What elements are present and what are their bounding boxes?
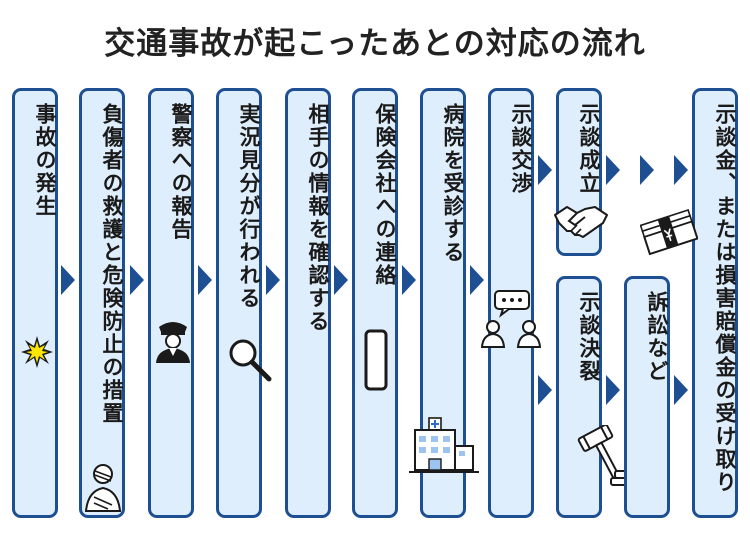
flow-arrow — [538, 375, 552, 405]
money-icon — [640, 209, 698, 255]
step-label: 示談決裂 — [577, 291, 601, 383]
flow-arrow — [266, 265, 280, 295]
step-label: 訴訟など — [645, 291, 669, 383]
step-settlement-negotiation: 示談交渉 — [481, 88, 542, 518]
flow-arrow — [334, 265, 348, 295]
step-confirm-other-party-info: 相手の情報を確認する — [285, 88, 331, 518]
handshake-icon — [554, 206, 608, 238]
flow-arrow — [640, 155, 654, 185]
injured-person-icon — [84, 464, 122, 512]
step-label: 病院を受診する — [441, 103, 465, 264]
step-contact-insurer: 保険会社への連絡 — [352, 88, 398, 518]
step-receive-compensation: 示談金、または損害賠償金の受け取り — [640, 88, 738, 518]
flow-arrow — [674, 375, 688, 405]
collision-icon — [21, 336, 53, 368]
page-title: 交通事故が起こったあとの対応の流れ — [104, 26, 646, 62]
negotiation-icon — [481, 290, 542, 348]
step-label: 相手の情報を確認する — [306, 103, 330, 333]
step-field-inspection: 実況見分が行われる — [216, 88, 272, 518]
flow-arrow — [402, 265, 416, 295]
flow-arrow — [538, 155, 552, 185]
step-label: 保険会社への連絡 — [373, 103, 397, 287]
step-rescue-and-prevention: 負傷者の救護と危険防止の措置 — [79, 88, 125, 518]
step-settlement-failed: 示談決裂 — [556, 276, 653, 518]
step-label: 示談金、または損害賠償金の受け取り — [713, 103, 737, 494]
step-visit-hospital: 病院を受診する — [409, 88, 479, 518]
step-label: 負傷者の救護と危険防止の措置 — [100, 103, 124, 425]
flow-arrow — [606, 375, 620, 405]
step-label: 実況見分が行われる — [237, 103, 261, 310]
police-officer-icon — [156, 322, 190, 363]
flow-arrow — [130, 265, 144, 295]
step-label: 事故の発生 — [33, 103, 57, 218]
smartphone-icon — [364, 329, 388, 391]
flow-arrow — [470, 265, 484, 295]
step-report-to-police: 警察への報告 — [148, 88, 194, 518]
step-lawsuit: 訴訟など — [624, 276, 670, 518]
magnifier-icon — [229, 339, 272, 382]
step-label: 警察への報告 — [169, 103, 193, 241]
step-accident-occurrence: 事故の発生 — [12, 88, 58, 518]
step-settlement-reached: 示談成立 — [554, 88, 608, 256]
hospital-icon — [409, 417, 479, 473]
flow-arrow — [606, 155, 620, 185]
step-label: 示談交渉 — [509, 103, 533, 195]
flow-arrow — [674, 155, 688, 185]
flow-arrow — [61, 265, 75, 295]
flow-arrow — [198, 265, 212, 295]
step-label: 示談成立 — [577, 103, 601, 195]
